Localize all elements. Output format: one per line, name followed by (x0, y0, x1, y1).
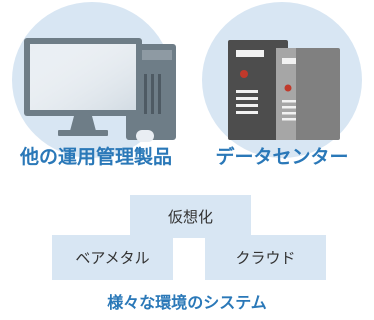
caption-data-center: データセンター (215, 146, 349, 168)
caption-various-systems: 様々な環境のシステム (107, 293, 267, 312)
caption-other-products: 他の運用管理製品 (19, 146, 172, 168)
box-virtualization: 仮想化 (130, 195, 251, 238)
desktop-computer-icon (24, 38, 176, 142)
server-tower-icon (228, 40, 340, 140)
box-cloud: クラウド (205, 235, 326, 280)
box-bare-metal: ベアメタル (52, 235, 173, 280)
